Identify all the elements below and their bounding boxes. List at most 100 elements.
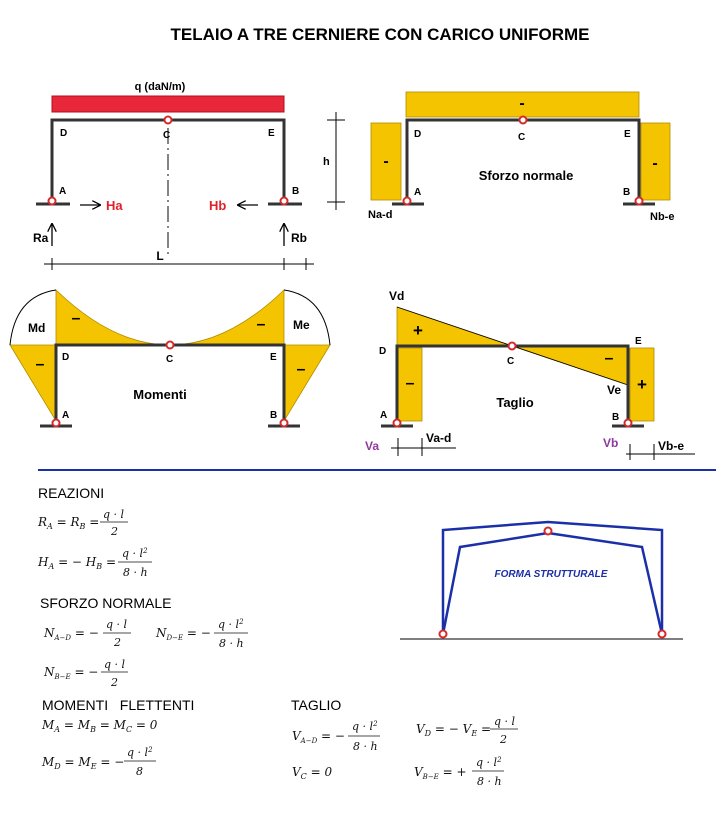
svg-text:8: 8 [136, 765, 143, 778]
va-d-dimension [391, 438, 456, 456]
formula-ma: MA = MB = MC = 0 [41, 718, 158, 734]
node-d: D [414, 129, 421, 140]
svg-text:MD = ME = −: MD = ME = − [41, 755, 124, 771]
svg-text:8 · h: 8 · h [123, 566, 148, 579]
right-sign: - [652, 155, 657, 172]
hinge-b [279, 196, 289, 206]
svg-text:q · l: q · l [106, 618, 128, 631]
left-column-shear [397, 347, 423, 422]
svg-text:q · l2: q · l2 [127, 746, 153, 759]
form-label: FORMA STRUTTURALE [495, 569, 608, 580]
svg-text:VC = 0: VC = 0 [292, 765, 332, 781]
form-outer-frame [441, 520, 664, 634]
beam-minus-sign: – [605, 350, 614, 367]
node-e: E [635, 336, 642, 347]
hinge-c [165, 340, 175, 350]
node-c: C [518, 132, 525, 143]
hb-label: Hb [209, 198, 226, 213]
hinge-b [279, 418, 289, 428]
hinge-a [51, 418, 61, 428]
rb-label: Rb [291, 231, 307, 245]
formulas-reazioni: REAZIONI RA = RB = q · l 2 HA = − HB = q… [37, 485, 152, 579]
formula-ra-rb: RA = RB = q · l 2 [37, 508, 128, 538]
dim-h-label: h [323, 156, 330, 168]
right-moment-bulge [283, 289, 331, 346]
svg-text:HA = − HB =: HA = − HB = [37, 555, 116, 571]
formula-nde: ND−E = − q · l2 8 · h [155, 618, 248, 650]
formula-vc: VC = 0 [292, 765, 332, 781]
node-e: E [624, 129, 631, 140]
panel-moments: Md Me – – – – D C E A B Momenti [9, 289, 331, 428]
node-c: C [163, 130, 170, 141]
formula-ha-hb: HA = − HB = q · l2 8 · h [37, 547, 152, 579]
svg-text:RA = RB =: RA = RB = [37, 515, 99, 531]
svg-text:q · l: q · l [104, 658, 126, 671]
formula-nbe: NB−E = − q · l 2 [43, 658, 128, 689]
svg-text:q · l2: q · l2 [218, 618, 244, 631]
svg-text:ND−E = −: ND−E = − [155, 626, 211, 642]
left-moment-bulge [9, 289, 57, 346]
beam-right-sign: – [257, 316, 266, 333]
node-b: B [270, 410, 277, 421]
right-col-plus: + [637, 375, 647, 394]
formulas-taglio: TAGLIO VA−D = − q · l2 8 · h VD = − VE =… [291, 697, 518, 788]
node-a: A [380, 410, 387, 421]
left-col-minus: – [406, 375, 415, 392]
svg-text:2: 2 [499, 733, 507, 746]
svg-text:NB−E = −: NB−E = − [43, 665, 98, 681]
hinge-c [518, 115, 528, 125]
distributed-load-bar [51, 95, 285, 113]
svg-text:q · l: q · l [103, 508, 125, 521]
ha-label: Ha [106, 198, 123, 213]
node-d: D [62, 352, 69, 363]
formula-vd: VD = − VE = q · l 2 [416, 715, 518, 746]
dim-l-label: L [156, 249, 163, 263]
nb-e-label: Nb-e [650, 211, 674, 223]
momenti-heading: MOMENTI FLETTENTI [42, 697, 194, 713]
md-label: Md [28, 321, 45, 335]
right-column-sign: – [297, 361, 306, 378]
form-inner-frame [441, 531, 664, 635]
node-d: D [60, 128, 67, 139]
panel-shear: Vd + – – + Ve D C E A B Taglio Va Vb Va-… [365, 289, 695, 460]
svg-text:VD = − VE =: VD = − VE = [416, 722, 491, 738]
hinge-a [392, 418, 402, 428]
svg-text:VB−E = +: VB−E = + [414, 765, 467, 781]
right-column-moment [283, 344, 331, 423]
load-label: q (daN/m) [135, 81, 186, 93]
node-c: C [166, 354, 173, 365]
vb-label: Vb [603, 436, 618, 450]
hinge-b [634, 196, 644, 206]
svg-text:2: 2 [113, 636, 121, 649]
na-d-label: Na-d [368, 209, 392, 221]
formulas-sforzo: SFORZO NORMALE NA−D = − q · l 2 ND−E = −… [40, 595, 248, 689]
svg-text:VA−D = −: VA−D = − [292, 729, 345, 745]
svg-text:q · l: q · l [494, 715, 516, 728]
formula-vbe: VB−E = + q · l2 8 · h [414, 756, 504, 788]
svg-text:q · l2: q · l2 [352, 720, 378, 733]
node-e: E [268, 128, 275, 139]
ve-label: Ve [607, 383, 621, 397]
svg-text:MA = MB = MC = 0: MA = MB = MC = 0 [41, 718, 158, 734]
right-column-shear [629, 347, 655, 422]
beam-sign: - [519, 95, 524, 112]
formulas-momenti: MOMENTI FLETTENTI MA = MB = MC = 0 MD = … [41, 697, 194, 778]
sforzo-heading: SFORZO NORMALE [40, 595, 171, 611]
normal-caption: Sforzo normale [479, 168, 574, 183]
structural-form: FORMA STRUTTURALE [400, 520, 683, 640]
shear-caption: Taglio [496, 395, 533, 410]
ra-label: Ra [33, 231, 49, 245]
right-column-normal-diagram [640, 122, 671, 201]
hinge-a [402, 196, 412, 206]
svg-text:8 · h: 8 · h [219, 637, 244, 650]
beam-normal-diagram [405, 91, 640, 118]
svg-text:NA−D = −: NA−D = − [43, 626, 99, 642]
svg-text:2: 2 [110, 676, 118, 689]
node-c: C [507, 356, 514, 367]
beam-moment-parabola [55, 289, 285, 346]
svg-text:q · l2: q · l2 [122, 547, 148, 560]
taglio-heading: TAGLIO [291, 697, 341, 713]
node-a: A [414, 187, 421, 198]
vb-e-label: Vb-e [658, 439, 684, 453]
